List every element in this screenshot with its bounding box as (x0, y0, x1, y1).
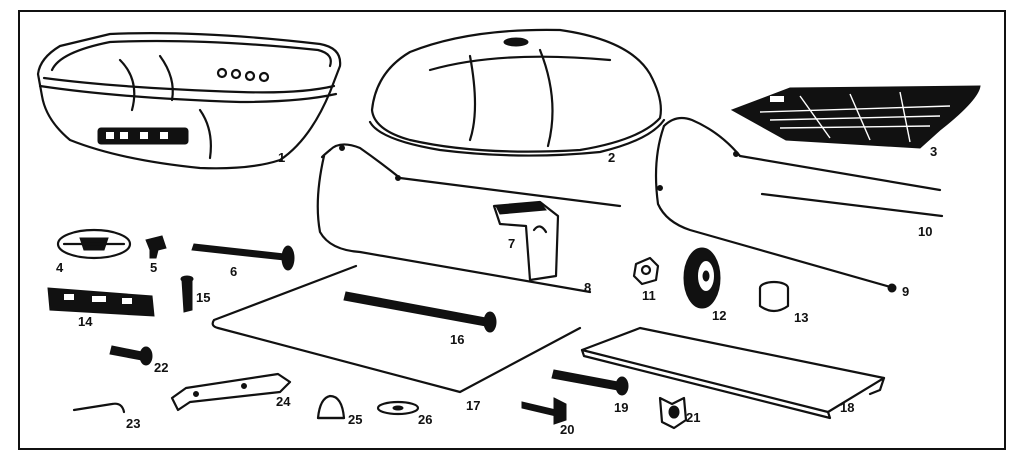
label-part-22: 22 (154, 360, 168, 375)
part-19-bolt (551, 369, 629, 396)
part-11-nut (632, 256, 660, 286)
label-part-21: 21 (686, 410, 700, 425)
label-part-12: 12 (712, 308, 726, 323)
part-4-vent-disk (56, 228, 132, 260)
part-13-hub-cap (758, 280, 790, 313)
label-part-26: 26 (418, 412, 432, 427)
part-2-lid (368, 28, 666, 157)
label-part-25: 25 (348, 412, 362, 427)
label-part-19: 19 (614, 400, 628, 415)
label-part-8: 8 (584, 280, 591, 295)
part-22-bolt (109, 345, 153, 366)
label-part-10: 10 (918, 224, 932, 239)
label-part-14: 14 (78, 314, 93, 329)
label-part-23: 23 (126, 416, 140, 431)
part-18-shelf (580, 326, 886, 420)
part-21-wing-nut (658, 396, 688, 430)
label-part-6: 6 (230, 264, 237, 279)
part-25-acorn-nut (316, 394, 346, 420)
part-10-rod (760, 192, 944, 218)
label-part-20: 20 (560, 422, 574, 437)
part-8-leg-frame (316, 143, 622, 294)
label-part-16: 16 (450, 332, 464, 347)
label-part-9: 9 (902, 284, 909, 299)
part-14-bracket-plate (47, 287, 155, 317)
part-7-handle-bracket (492, 200, 560, 282)
label-part-5: 5 (150, 260, 157, 275)
label-part-2: 2 (608, 150, 615, 165)
label-part-11: 11 (642, 288, 656, 303)
part-26-washer (376, 400, 420, 416)
part-23-bent-pin (72, 402, 126, 414)
label-part-18: 18 (840, 400, 854, 415)
label-part-13: 13 (794, 310, 808, 325)
part-9-leg-frame (654, 116, 942, 293)
label-part-3: 3 (930, 144, 937, 159)
part-6-long-bolt (191, 243, 295, 271)
part-16-long-bolt (343, 291, 497, 333)
part-1-grill-bowl (36, 32, 342, 170)
label-part-15: 15 (196, 290, 210, 305)
part-15-screw (180, 275, 194, 313)
part-20-screw (521, 397, 567, 425)
label-part-17: 17 (466, 398, 480, 413)
part-17-wire-frame (211, 264, 582, 394)
label-part-24: 24 (276, 394, 291, 409)
part-3-cooking-grid (730, 85, 981, 149)
part-number-labels: 1 2 3 4 5 6 7 8 9 10 11 12 13 14 15 16 1… (56, 144, 937, 437)
label-part-1: 1 (278, 150, 285, 165)
part-24-bracket-arm (170, 372, 292, 412)
label-part-7: 7 (508, 236, 515, 251)
part-5-clip (145, 235, 167, 259)
diagram-frame (18, 10, 1006, 450)
part-12-wheel (683, 247, 721, 309)
label-part-4: 4 (56, 260, 64, 275)
